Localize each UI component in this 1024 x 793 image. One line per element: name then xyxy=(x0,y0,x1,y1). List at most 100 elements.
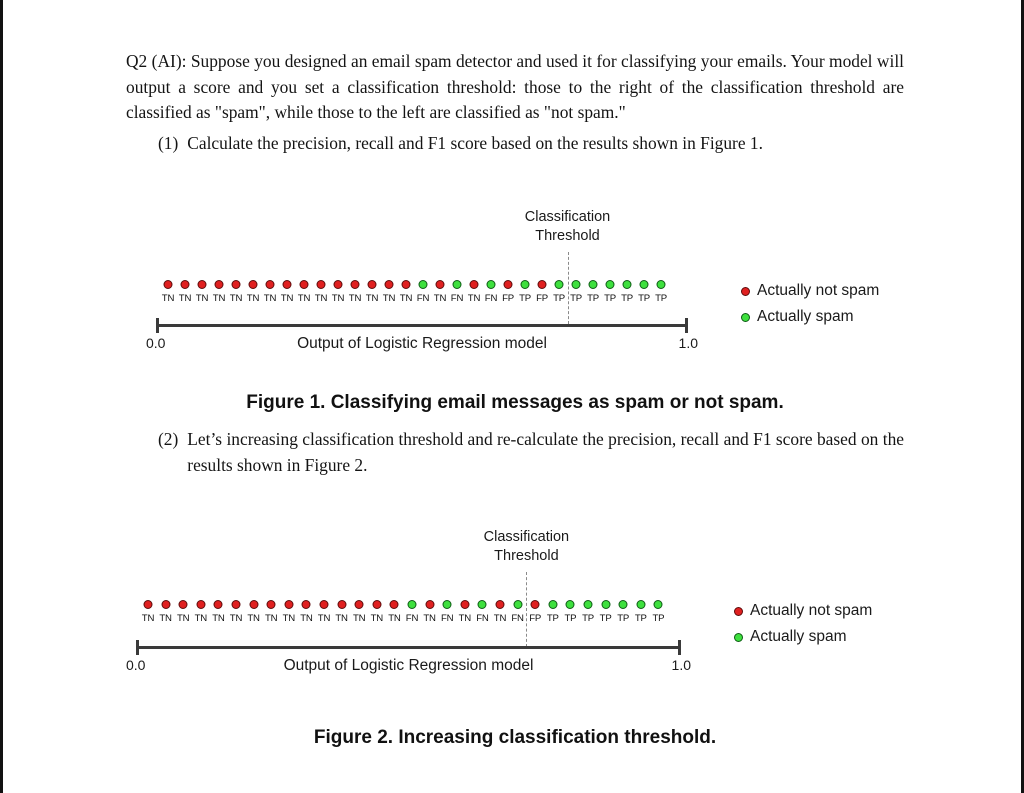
figure-2-caption: Figure 2. Increasing classification thre… xyxy=(313,727,717,748)
data-point-tn xyxy=(299,280,309,289)
data-point-label: TP xyxy=(587,293,599,304)
data-point-tn xyxy=(333,280,343,289)
question-paragraph: Q2 (AI): Suppose you designed an email s… xyxy=(126,51,904,123)
list-item-marker: (2) xyxy=(158,429,179,449)
axis-bar xyxy=(136,646,681,649)
data-point-label: TP xyxy=(655,293,667,304)
axis-bar xyxy=(156,324,688,327)
data-point-label: TN xyxy=(382,293,396,304)
data-point-label: FN xyxy=(440,613,454,624)
list-item-marker: (1) xyxy=(158,133,179,153)
data-point-tp xyxy=(588,280,598,289)
data-point-label: TN xyxy=(493,613,507,624)
data-point-tn xyxy=(180,280,190,289)
figure-2-axis: 0.0 1.0 Output of Logistic Regression mo… xyxy=(126,640,691,674)
data-point-label: TN xyxy=(247,613,260,624)
data-point-label: TN xyxy=(423,613,436,624)
data-point-fn xyxy=(486,280,496,289)
data-point-tn xyxy=(401,280,411,289)
data-point-label: FN xyxy=(476,613,489,624)
data-point-tn xyxy=(367,280,377,289)
data-point-label: TN xyxy=(263,293,277,304)
data-point-tp xyxy=(622,280,632,289)
data-point-tn xyxy=(231,600,241,609)
data-point-label: TN xyxy=(280,293,294,304)
data-point-label: TN xyxy=(348,293,362,304)
data-point-fn xyxy=(407,600,417,609)
legend-label-not-spam: Actually not spam xyxy=(750,602,873,619)
list-item: (2) Let’s increasing classification thre… xyxy=(158,427,904,478)
data-point-fp xyxy=(537,280,547,289)
data-point-label: TN xyxy=(399,293,413,304)
data-point-label: TN xyxy=(365,293,379,304)
data-point-label: TN xyxy=(178,293,192,304)
legend-label-spam: Actually spam xyxy=(757,308,854,325)
data-point-label: TN xyxy=(458,613,472,624)
data-point-label: TN xyxy=(212,293,226,304)
data-point-label: FN xyxy=(450,293,464,304)
data-point-label: FP xyxy=(536,293,548,304)
threshold-line xyxy=(526,572,528,647)
axis-title: Output of Logistic Regression model xyxy=(297,335,547,352)
data-point-label: FN xyxy=(511,613,524,624)
data-point-tn xyxy=(265,280,275,289)
data-point-tn xyxy=(354,600,364,609)
data-point-label: TN xyxy=(370,613,384,624)
data-point-label: TN xyxy=(264,613,278,624)
figure-1-axis: 0.0 1.0 Output of Logistic Regression mo… xyxy=(146,318,698,352)
data-point-tp xyxy=(605,280,615,289)
data-point-label: FN xyxy=(405,613,419,624)
axis-cap-left xyxy=(156,318,159,333)
document-content: Q2 (AI): Suppose you designed an email s… xyxy=(126,0,904,793)
threshold-label: Classification Threshold xyxy=(483,529,570,564)
data-point-label: TN xyxy=(212,613,225,624)
threshold-label: Classification Threshold xyxy=(524,209,611,244)
data-point-tn xyxy=(178,600,188,609)
data-point-label: TN xyxy=(229,613,243,624)
data-point-tn xyxy=(266,600,276,609)
data-point-label: TN xyxy=(433,293,447,304)
legend-row-not-spam: Actually not spam xyxy=(734,598,872,624)
data-point-tp xyxy=(653,600,663,609)
data-point-label: TP xyxy=(652,613,665,624)
axis-tick-min: 0.0 xyxy=(126,657,146,673)
data-point-label: TN xyxy=(300,613,313,624)
data-point-tn xyxy=(249,600,259,609)
data-point-label: TP xyxy=(599,613,612,624)
data-point-label: TP xyxy=(634,613,647,624)
data-point-label: TP xyxy=(617,613,630,624)
figure-1-legend: Actually not spam Actually spam xyxy=(741,278,879,330)
data-point-label: TP xyxy=(604,293,616,304)
legend-dot-green-icon xyxy=(741,312,750,322)
axis-title: Output of Logistic Regression model xyxy=(283,657,534,674)
data-point-label: TN xyxy=(335,613,348,624)
legend-dot-green-icon xyxy=(734,632,743,642)
data-point-fn xyxy=(452,280,462,289)
data-point-tn xyxy=(282,280,292,289)
data-point-label: TN xyxy=(159,613,172,624)
data-point-label: TN xyxy=(388,613,401,624)
legend-dot-red-icon xyxy=(741,286,750,296)
data-point-label: TP xyxy=(553,293,565,304)
data-point-tn xyxy=(460,600,470,609)
data-point-tp xyxy=(656,280,666,289)
data-point-label: TP xyxy=(519,293,531,304)
data-point-tn xyxy=(350,280,360,289)
data-point-fp xyxy=(530,600,540,609)
data-point-tn xyxy=(384,280,394,289)
data-point-tn xyxy=(372,600,382,609)
data-point-label: TN xyxy=(467,293,481,304)
legend-label-not-spam: Actually not spam xyxy=(757,282,880,299)
data-point-label: TP xyxy=(638,293,650,304)
data-point-label: TP xyxy=(570,293,582,304)
data-point-tp xyxy=(618,600,628,609)
data-point-tn xyxy=(196,600,206,609)
data-point-tn xyxy=(425,600,435,609)
data-point-label: TN xyxy=(246,293,260,304)
data-point-label: TP xyxy=(546,613,559,624)
data-point-label: TN xyxy=(229,293,243,304)
list-item-text: Calculate the precision, recall and F1 s… xyxy=(187,133,763,153)
data-point-label: TN xyxy=(317,613,331,624)
